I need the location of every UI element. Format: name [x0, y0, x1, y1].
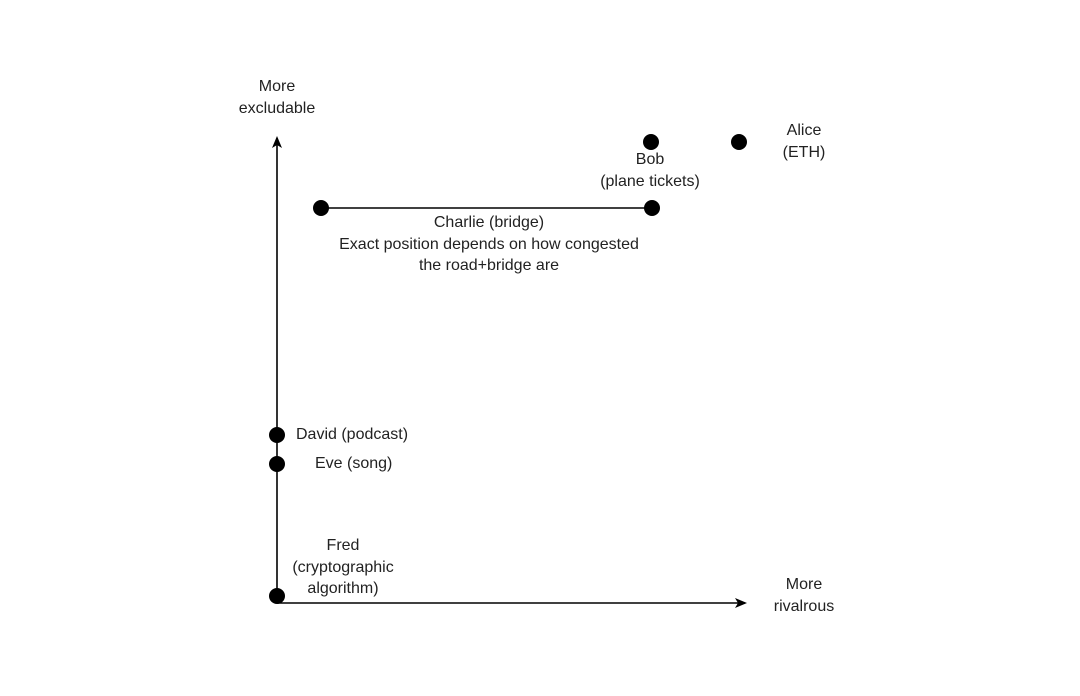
charlie-label: Charlie (bridge) Exact position depends …: [339, 212, 639, 277]
fred-point: [269, 588, 285, 604]
eve-label: Eve (song): [315, 453, 392, 475]
y-axis-label-line: excludable: [238, 99, 316, 117]
bob-label-line: Bob: [635, 151, 665, 168]
fred-label: Fred (cryptographic algorithm): [292, 535, 393, 600]
charlie-point-high: [644, 200, 660, 216]
charlie-label-line: the road+bridge are: [418, 257, 560, 274]
david-point: [269, 427, 285, 443]
alice-label: Alice (ETH): [783, 120, 826, 163]
fred-label-line: (cryptographic: [292, 558, 394, 576]
charlie-point-low: [313, 200, 329, 216]
fred-label-line: algorithm): [307, 580, 379, 597]
charlie-label-line: Charlie (bridge): [433, 214, 545, 231]
david-label-line: David (podcast): [296, 426, 409, 443]
y-axis-label: More excludable: [239, 76, 316, 119]
x-axis-label: More rivalrous: [774, 574, 834, 617]
bob-point: [643, 134, 659, 150]
alice-label-line: (ETH): [782, 143, 826, 161]
x-axis-label-line: rivalrous: [773, 597, 835, 615]
x-axis-label-line: More: [785, 576, 823, 593]
alice-point: [731, 134, 747, 150]
charlie-label-line: Exact position depends on how congested: [339, 235, 639, 253]
bob-label-line: (plane tickets): [600, 172, 700, 190]
y-axis-label-line: More: [258, 78, 296, 95]
eve-label-line: Eve (song): [315, 455, 393, 472]
fred-label-line: Fred: [326, 537, 360, 554]
eve-point: [269, 456, 285, 472]
alice-label-line: Alice: [786, 122, 822, 139]
david-label: David (podcast): [296, 424, 408, 446]
bob-label: Bob (plane tickets): [600, 149, 700, 192]
